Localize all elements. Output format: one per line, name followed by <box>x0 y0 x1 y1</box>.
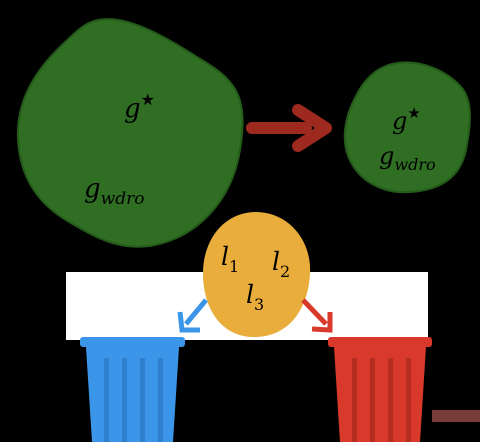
blue-arrow <box>177 298 208 333</box>
loss-l2: l2 <box>272 247 290 281</box>
large-blob-g-wdro: gwdro <box>84 174 144 209</box>
corner-bar <box>432 410 480 422</box>
transition-arrow <box>246 104 332 152</box>
trash-bin-icon-blue <box>80 337 185 442</box>
large-blob-shape <box>16 18 244 248</box>
red-arrow <box>301 298 333 333</box>
small-blob-g-star: g★ <box>392 104 421 135</box>
small-blob: g★ gwdro <box>343 61 471 194</box>
large-blob: g★ gwdro <box>16 18 244 248</box>
loss-l3: l3 <box>246 280 264 314</box>
small-blob-shape <box>343 61 471 194</box>
trash-bin-icon-red <box>328 337 432 442</box>
loss-blob-shape <box>202 212 311 338</box>
loss-blob: l1 l2 l3 <box>202 212 311 338</box>
large-blob-g-star: g★ <box>124 90 155 124</box>
loss-l1: l1 <box>221 242 239 276</box>
small-blob-g-wdro: gwdro <box>379 142 436 174</box>
